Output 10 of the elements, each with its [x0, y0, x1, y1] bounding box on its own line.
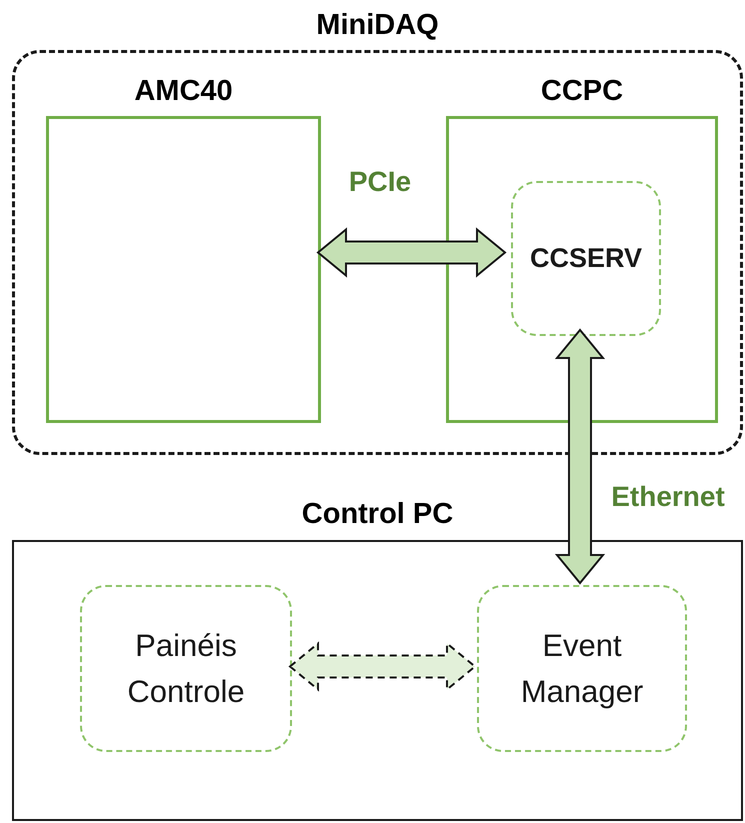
software-box [80, 585, 292, 752]
service-box [511, 181, 661, 336]
double-arrow [554, 328, 606, 585]
double-arrow [288, 641, 477, 692]
software-box [477, 585, 687, 752]
double-arrow [316, 227, 507, 278]
heading: Control PC [302, 497, 454, 532]
heading: CCPC [540, 74, 624, 109]
heading: MiniDAQ [316, 8, 439, 43]
heading: AMC40 [134, 74, 233, 109]
